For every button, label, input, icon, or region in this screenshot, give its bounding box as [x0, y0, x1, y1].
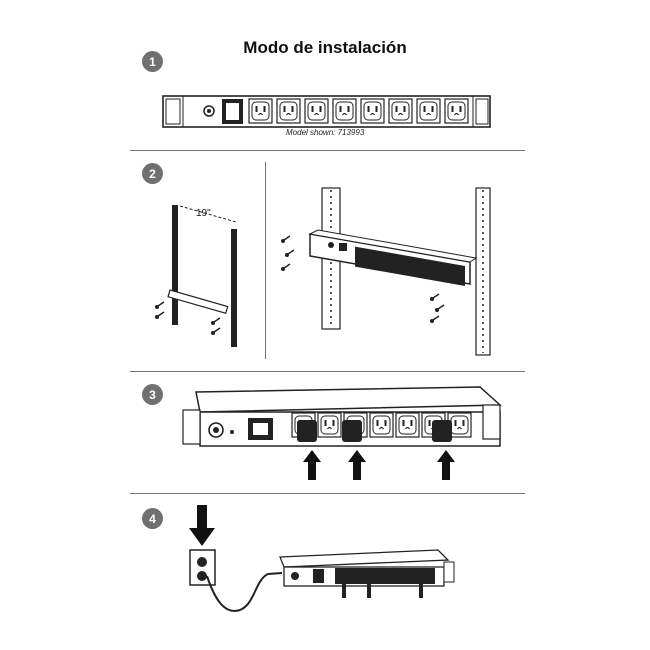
step-badge-4: 4 [142, 508, 163, 529]
divider-1 [130, 150, 525, 151]
rack-mounting-diagram [280, 187, 491, 356]
step-badge-1: 1 [142, 51, 163, 72]
divider-2 [130, 371, 525, 372]
connect-to-wall-diagram [189, 505, 455, 612]
page-title: Modo de instalación [243, 38, 407, 57]
step-badge-3: 3 [142, 384, 163, 405]
step-badge-2: 2 [142, 163, 163, 184]
model-caption: Model shown: 713993 [286, 128, 365, 137]
rack-rails-diagram [154, 205, 237, 347]
rack-width-label: 19" [196, 208, 211, 219]
plug-devices-diagram [182, 386, 502, 480]
divider-3 [130, 493, 525, 494]
divider-vertical [265, 162, 266, 359]
pdu-front-view [162, 95, 491, 128]
